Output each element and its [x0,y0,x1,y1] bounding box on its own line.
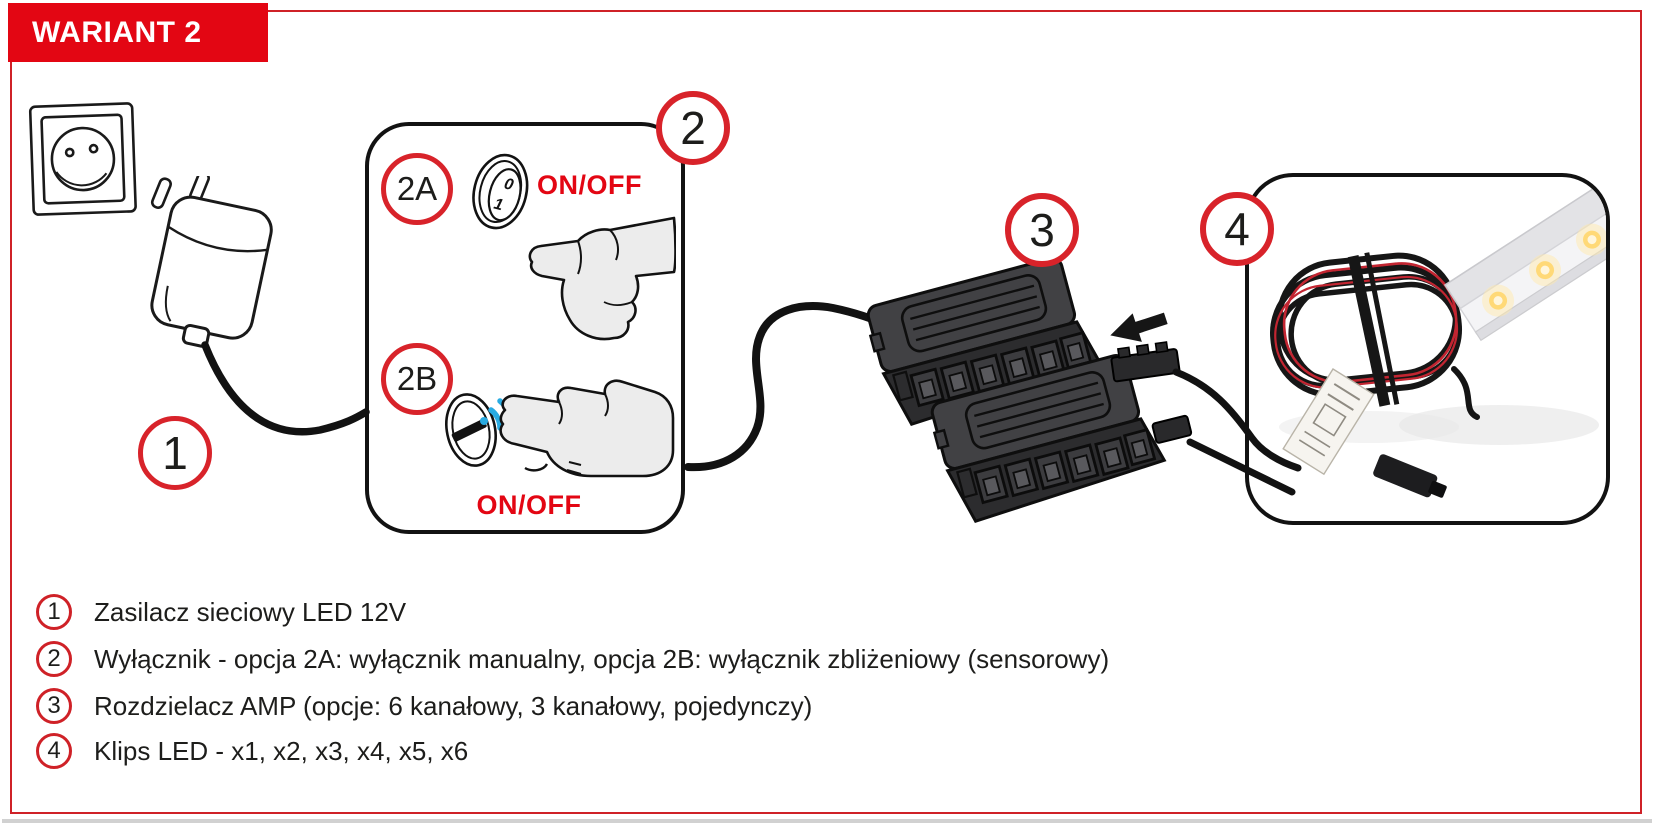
proximity-sensor-icon [445,393,511,467]
legend-text-3: Rozdzielacz AMP (opcje: 6 kanałowy, 3 ka… [94,690,813,721]
rocker-one-label: 1 [492,196,505,215]
legend-badge-4-num: 4 [47,737,61,764]
badge-4: 4 [1200,192,1274,266]
badge-2-label: 2 [680,102,706,154]
switch-options-panel: 2A 0 1 ON/OFF 2B [365,122,685,534]
rocker-switch-icon: 0 1 [472,153,529,230]
led-clip-box [1245,173,1610,525]
badge-3: 3 [1005,193,1079,267]
wall-socket-icon [28,102,137,216]
power-adapter-icon [150,176,273,348]
badge-2a: 2A [381,153,453,225]
badge-1-label: 1 [162,427,188,479]
variant-title: WARIANT 2 [32,15,202,49]
legend-badge-1: 1 [36,594,72,630]
rocker-zero-label: 0 [502,176,515,195]
insert-arrow-icon [1110,312,1168,342]
bottom-divider-line [2,819,1652,823]
cable-switch-to-distributor [684,302,903,472]
legend-item-3: 3 Rozdzielacz AMP (opcje: 6 kanałowy, 3 … [36,683,812,729]
red-frame-border [10,10,1642,814]
legend-badge-3: 3 [36,688,72,724]
legend-badge-1-num: 1 [47,598,61,625]
cable-distributor2-to-ledbox [1186,438,1296,496]
legend-item-4: 4 Klips LED - x1, x2, x3, x4, x5, x6 [36,728,468,774]
legend-badge-2-num: 2 [47,645,61,672]
onoff-label-2b: ON/OFF [476,490,582,520]
badge-1: 1 [138,416,212,490]
onoff-label-2a: ON/OFF [537,170,642,200]
badge-2a-label: 2A [396,170,438,207]
badge-2b-label: 2B [396,360,438,397]
badge-2b: 2B [381,343,453,415]
badge-2: 2 [656,91,730,165]
badge-4-label: 4 [1224,203,1250,255]
legend-text-4: Klips LED - x1, x2, x3, x4, x5, x6 [94,735,469,766]
legend-badge-2: 2 [36,641,72,677]
legend-badge-3-num: 3 [47,692,61,719]
legend-item-2: 2 Wyłącznik - opcja 2A: wyłącznik manual… [36,636,1109,682]
led-clip-photo [1269,186,1606,498]
pointing-hand-icon [528,216,676,341]
legend-item-1: 1 Zasilacz sieciowy LED 12V [36,589,406,635]
cable-connector-to-ledbox [1172,368,1302,472]
waving-hand-icon [499,379,675,478]
mini-connector-icon [1373,454,1447,498]
legend-text-2: Wyłącznik - opcja 2A: wyłącznik manualny… [94,643,1110,674]
legend-text-1: Zasilacz sieciowy LED 12V [94,596,407,627]
cable-adapter-to-switch [201,341,370,436]
plug-connector-icon [1110,341,1181,383]
cable-coil [1269,252,1463,407]
led-clip-profile [1443,186,1606,342]
variant-header: WARIANT 2 [8,3,268,62]
distributor-2-plug-icon [1151,414,1193,444]
legend-badge-4: 4 [36,733,72,769]
product-label [1282,368,1375,476]
badge-3-label: 3 [1029,204,1055,256]
